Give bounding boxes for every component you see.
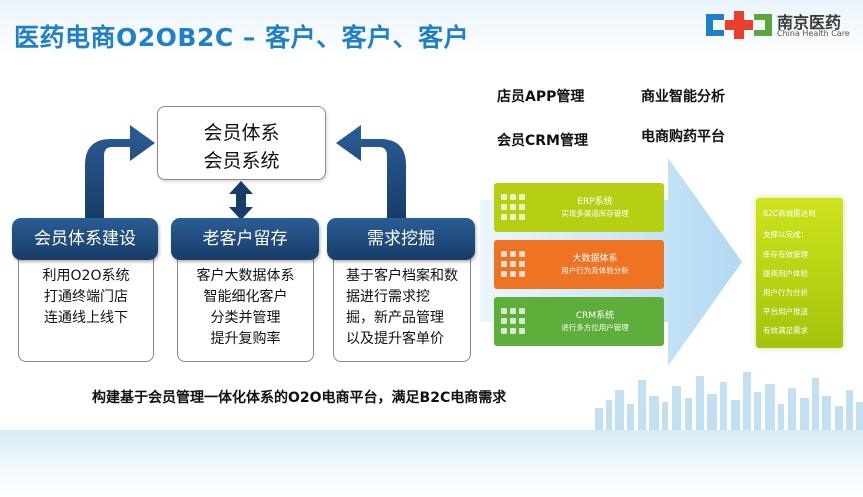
column-line: 以及提升客单价: [346, 331, 444, 347]
b2c-title: B2C商城需达到: [763, 209, 816, 218]
column-body-1: 利用O2O系统 打通终端门店 连通线上线下: [18, 256, 154, 362]
column-line: 利用O2O系统: [42, 268, 130, 284]
footer-band: [0, 430, 863, 497]
system-name: 大数据体系: [572, 254, 618, 264]
column-heading-3: 需求挖掘: [327, 218, 475, 260]
b2c-item: 用户行为分析: [763, 288, 808, 297]
curved-arrow-left: [85, 125, 155, 222]
b2c-item: 库存有效管理: [763, 250, 808, 259]
system-desc: 用户行为及体验分析: [561, 266, 629, 275]
b2c-subtitle: 支撑以完成：: [763, 230, 808, 239]
bottom-caption: 构建基于会员管理一体化体系的O2O电商平台，满足B2C电商需求: [92, 390, 507, 406]
bigdata-system-box: 大数据体系 用户行为及体验分析: [494, 240, 664, 289]
member-box-line2: 会员系统: [203, 150, 280, 172]
member-box-line1: 会员体系: [203, 122, 280, 144]
label-staff-app: 店员APP管理: [497, 89, 585, 105]
double-arrow-vertical: [229, 181, 253, 220]
crm-system-box: CRM系统 进行多方位用户管理: [494, 297, 664, 346]
column-line: 基于客户档案和数: [346, 268, 458, 284]
label-ecommerce: 电商购药平台: [641, 129, 725, 145]
column-line: 提升复购率: [210, 331, 281, 347]
column-heading-2: 老客户留存: [171, 218, 319, 260]
system-name: ERP系统: [577, 197, 613, 207]
column-line: 分类并管理: [210, 310, 281, 326]
column-line: 智能细化客户: [203, 289, 288, 305]
column-line: 客户大数据体系: [196, 268, 295, 284]
grid-dots-icon: [501, 251, 527, 279]
column-line: 掘，新产品管理: [346, 310, 444, 326]
column-heading-1: 会员体系建设: [12, 218, 158, 260]
system-name: CRM系统: [575, 311, 615, 321]
b2c-item: 平台用户推送: [763, 307, 808, 316]
label-bi-analysis: 商业智能分析: [641, 89, 725, 105]
logo-cross-icon: [706, 11, 772, 39]
column-line: 据进行需求挖: [346, 289, 430, 305]
grid-dots-icon: [501, 194, 527, 222]
column-body-2: 客户大数据体系 智能细化客户 分类并管理 提升复购率: [177, 256, 314, 362]
system-desc: 进行多方位用户管理: [561, 323, 629, 332]
company-logo: 南京医药 China Health Care: [704, 8, 860, 42]
curved-arrow-right: [336, 125, 406, 222]
column-body-3: 基于客户档案和数 据进行需求挖 掘，新产品管理 以及提升客单价: [333, 256, 471, 362]
logo-name-cn: 南京医药: [777, 13, 842, 32]
b2c-item: 提高用户体验: [763, 269, 808, 278]
member-system-box: 会员体系 会员系统: [157, 106, 326, 180]
system-desc: 实现多渠道库存管理: [561, 209, 629, 218]
city-skyline-decoration: [595, 372, 863, 430]
label-crm: 会员CRM管理: [497, 133, 588, 149]
b2c-goals-box: B2C商城需达到 支撑以完成： 库存有效管理 提高用户体验 用户行为分析 平台用…: [756, 198, 843, 348]
logo-name-en: China Health Care: [777, 29, 850, 38]
b2c-item: 有效满足需求: [763, 326, 808, 335]
erp-system-box: ERP系统 实现多渠道库存管理: [494, 183, 664, 232]
column-line: 打通终端门店: [44, 289, 128, 305]
column-line: 连通线上线下: [44, 310, 128, 326]
grid-dots-icon: [501, 308, 527, 336]
page-title: 医药电商O2OB2C – 客户、客户、客户: [14, 23, 470, 52]
